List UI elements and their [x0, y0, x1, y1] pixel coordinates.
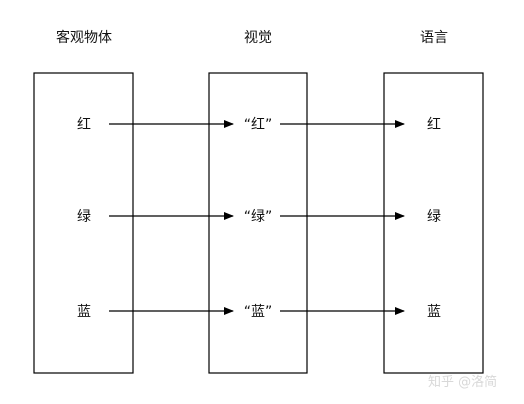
- vision-item-blue: “蓝”: [244, 304, 273, 320]
- object-item-red: 红: [77, 117, 91, 133]
- vision-item-green: “绿”: [244, 209, 273, 225]
- language-item-blue: 蓝: [427, 304, 441, 320]
- column-title-language: 语言: [420, 30, 448, 46]
- watermark-text: 知乎 @洛简: [428, 374, 497, 390]
- object-item-blue: 蓝: [77, 304, 91, 320]
- vision-item-red: “红”: [244, 117, 273, 133]
- column-title-objective-object: 客观物体: [56, 29, 112, 46]
- column-box-language: [383, 72, 484, 374]
- language-item-red: 红: [427, 117, 441, 133]
- column-box-vision: [208, 72, 308, 374]
- object-item-green: 绿: [77, 209, 91, 225]
- column-box-objective-object: [33, 72, 134, 374]
- language-item-green: 绿: [427, 209, 441, 225]
- column-title-vision: 视觉: [244, 30, 272, 46]
